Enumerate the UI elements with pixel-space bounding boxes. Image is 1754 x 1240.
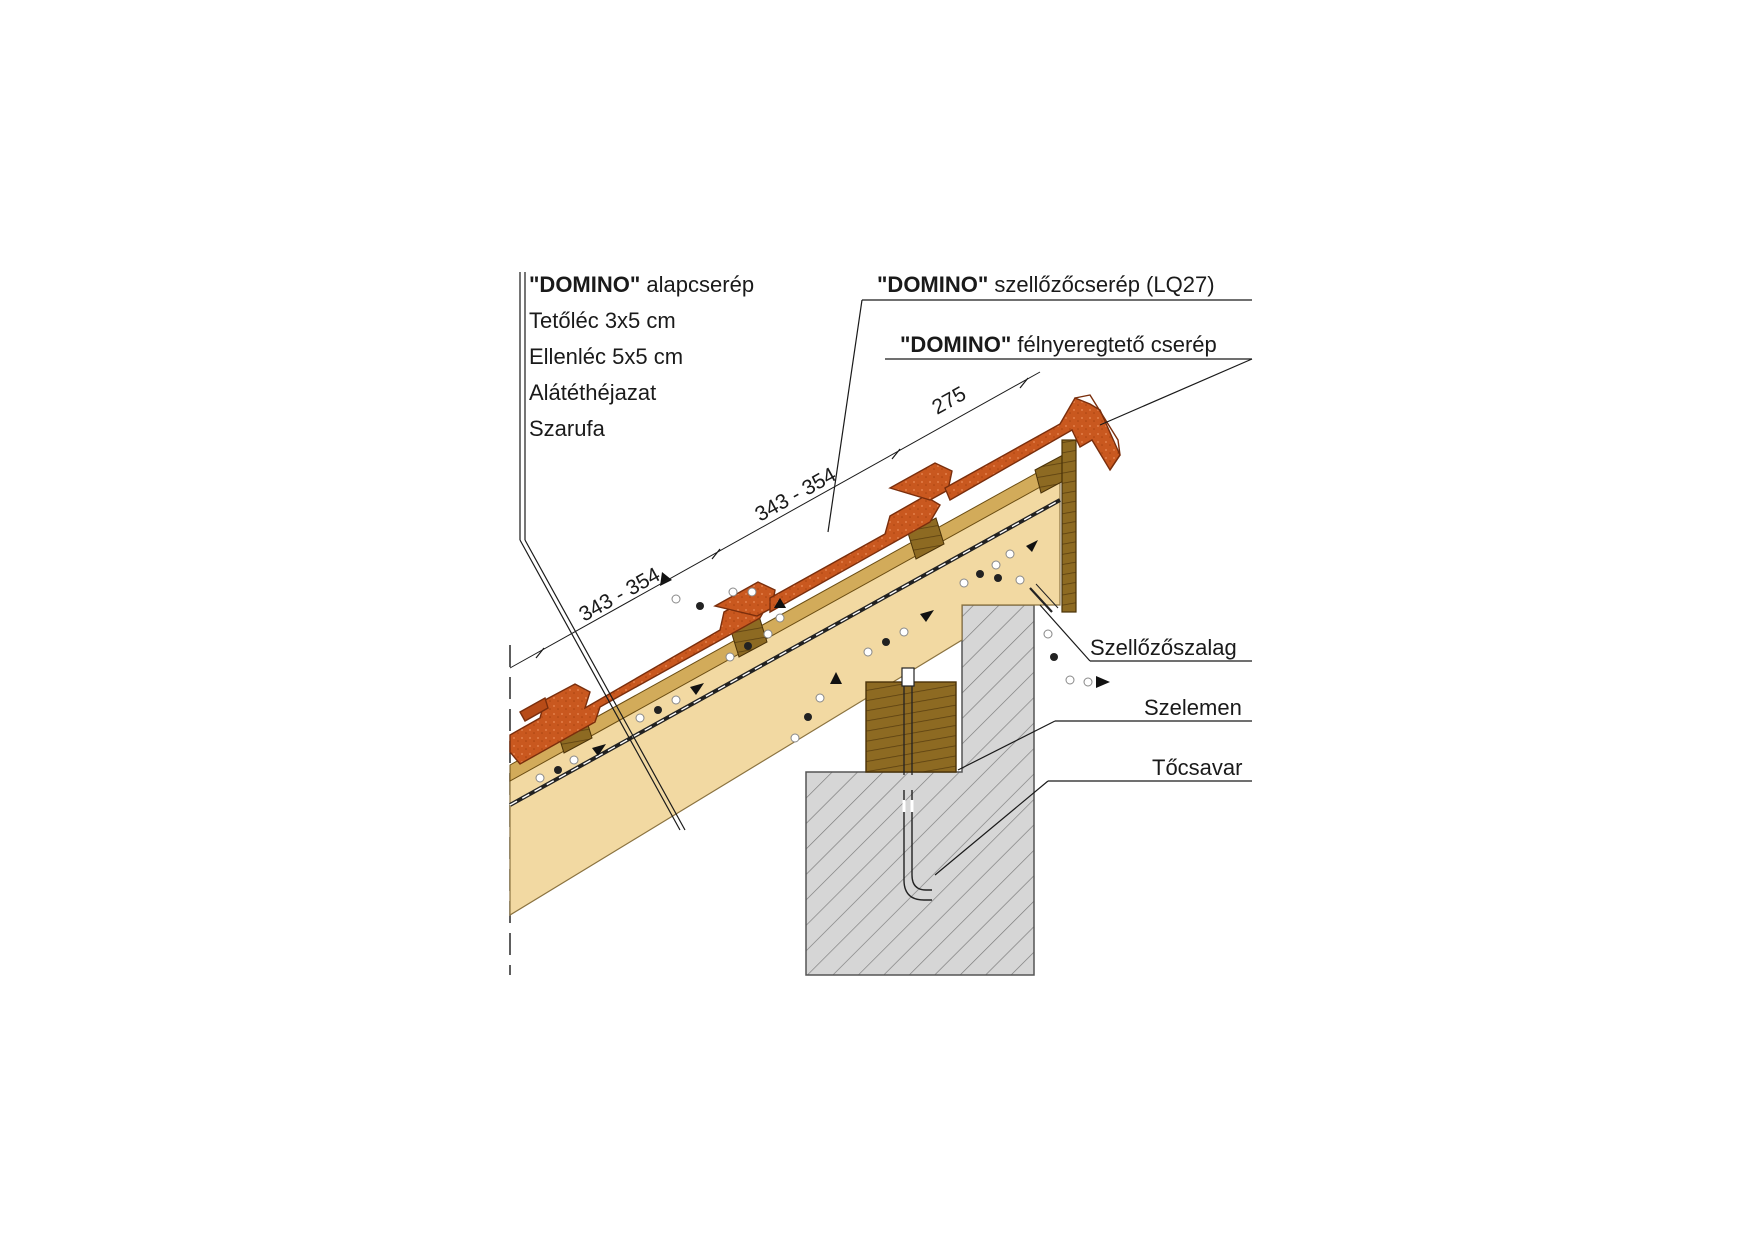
dimension-line bbox=[509, 371, 1041, 669]
label-underlay: Alátéthéjazat bbox=[529, 380, 656, 405]
purlin bbox=[865, 681, 957, 773]
label-vent-tape: Szellőzőszalag bbox=[1090, 635, 1237, 660]
dimension-label-1: 343 - 354 bbox=[575, 563, 664, 626]
label-purlin: Szelemen bbox=[1144, 695, 1242, 720]
ventilation-tape bbox=[1029, 583, 1059, 613]
ridge-board bbox=[1061, 439, 1077, 613]
left-label-group: "DOMINO" alapcserép Tetőléc 3x5 cm Ellen… bbox=[519, 272, 754, 831]
label-anchor-bolt: Tőcsavar bbox=[1152, 755, 1242, 780]
label-counter-batten: Ellenléc 5x5 cm bbox=[529, 344, 683, 369]
label-rafter: Szarufa bbox=[529, 416, 606, 441]
roof-tiles bbox=[509, 394, 1121, 765]
label-tile-batten: Tetőléc 3x5 cm bbox=[529, 308, 676, 333]
top-right-label-group: "DOMINO" szellőzőcserép (LQ27) "DOMINO" … bbox=[827, 272, 1253, 533]
label-base-tile: "DOMINO" alapcserép bbox=[529, 272, 754, 297]
label-half-ridge-tile: "DOMINO" félnyeregtető cserép bbox=[900, 332, 1217, 357]
anchor-bolt bbox=[901, 667, 932, 901]
label-vent-tile: "DOMINO" szellőzőcserép (LQ27) bbox=[877, 272, 1215, 297]
dimension-label-3: 275 bbox=[928, 382, 970, 419]
dimension-label-2: 343 - 354 bbox=[751, 463, 840, 526]
underlay-membrane bbox=[509, 498, 1061, 807]
right-label-group: Szellőzőszalag Szelemen Tőcsavar bbox=[934, 604, 1252, 876]
